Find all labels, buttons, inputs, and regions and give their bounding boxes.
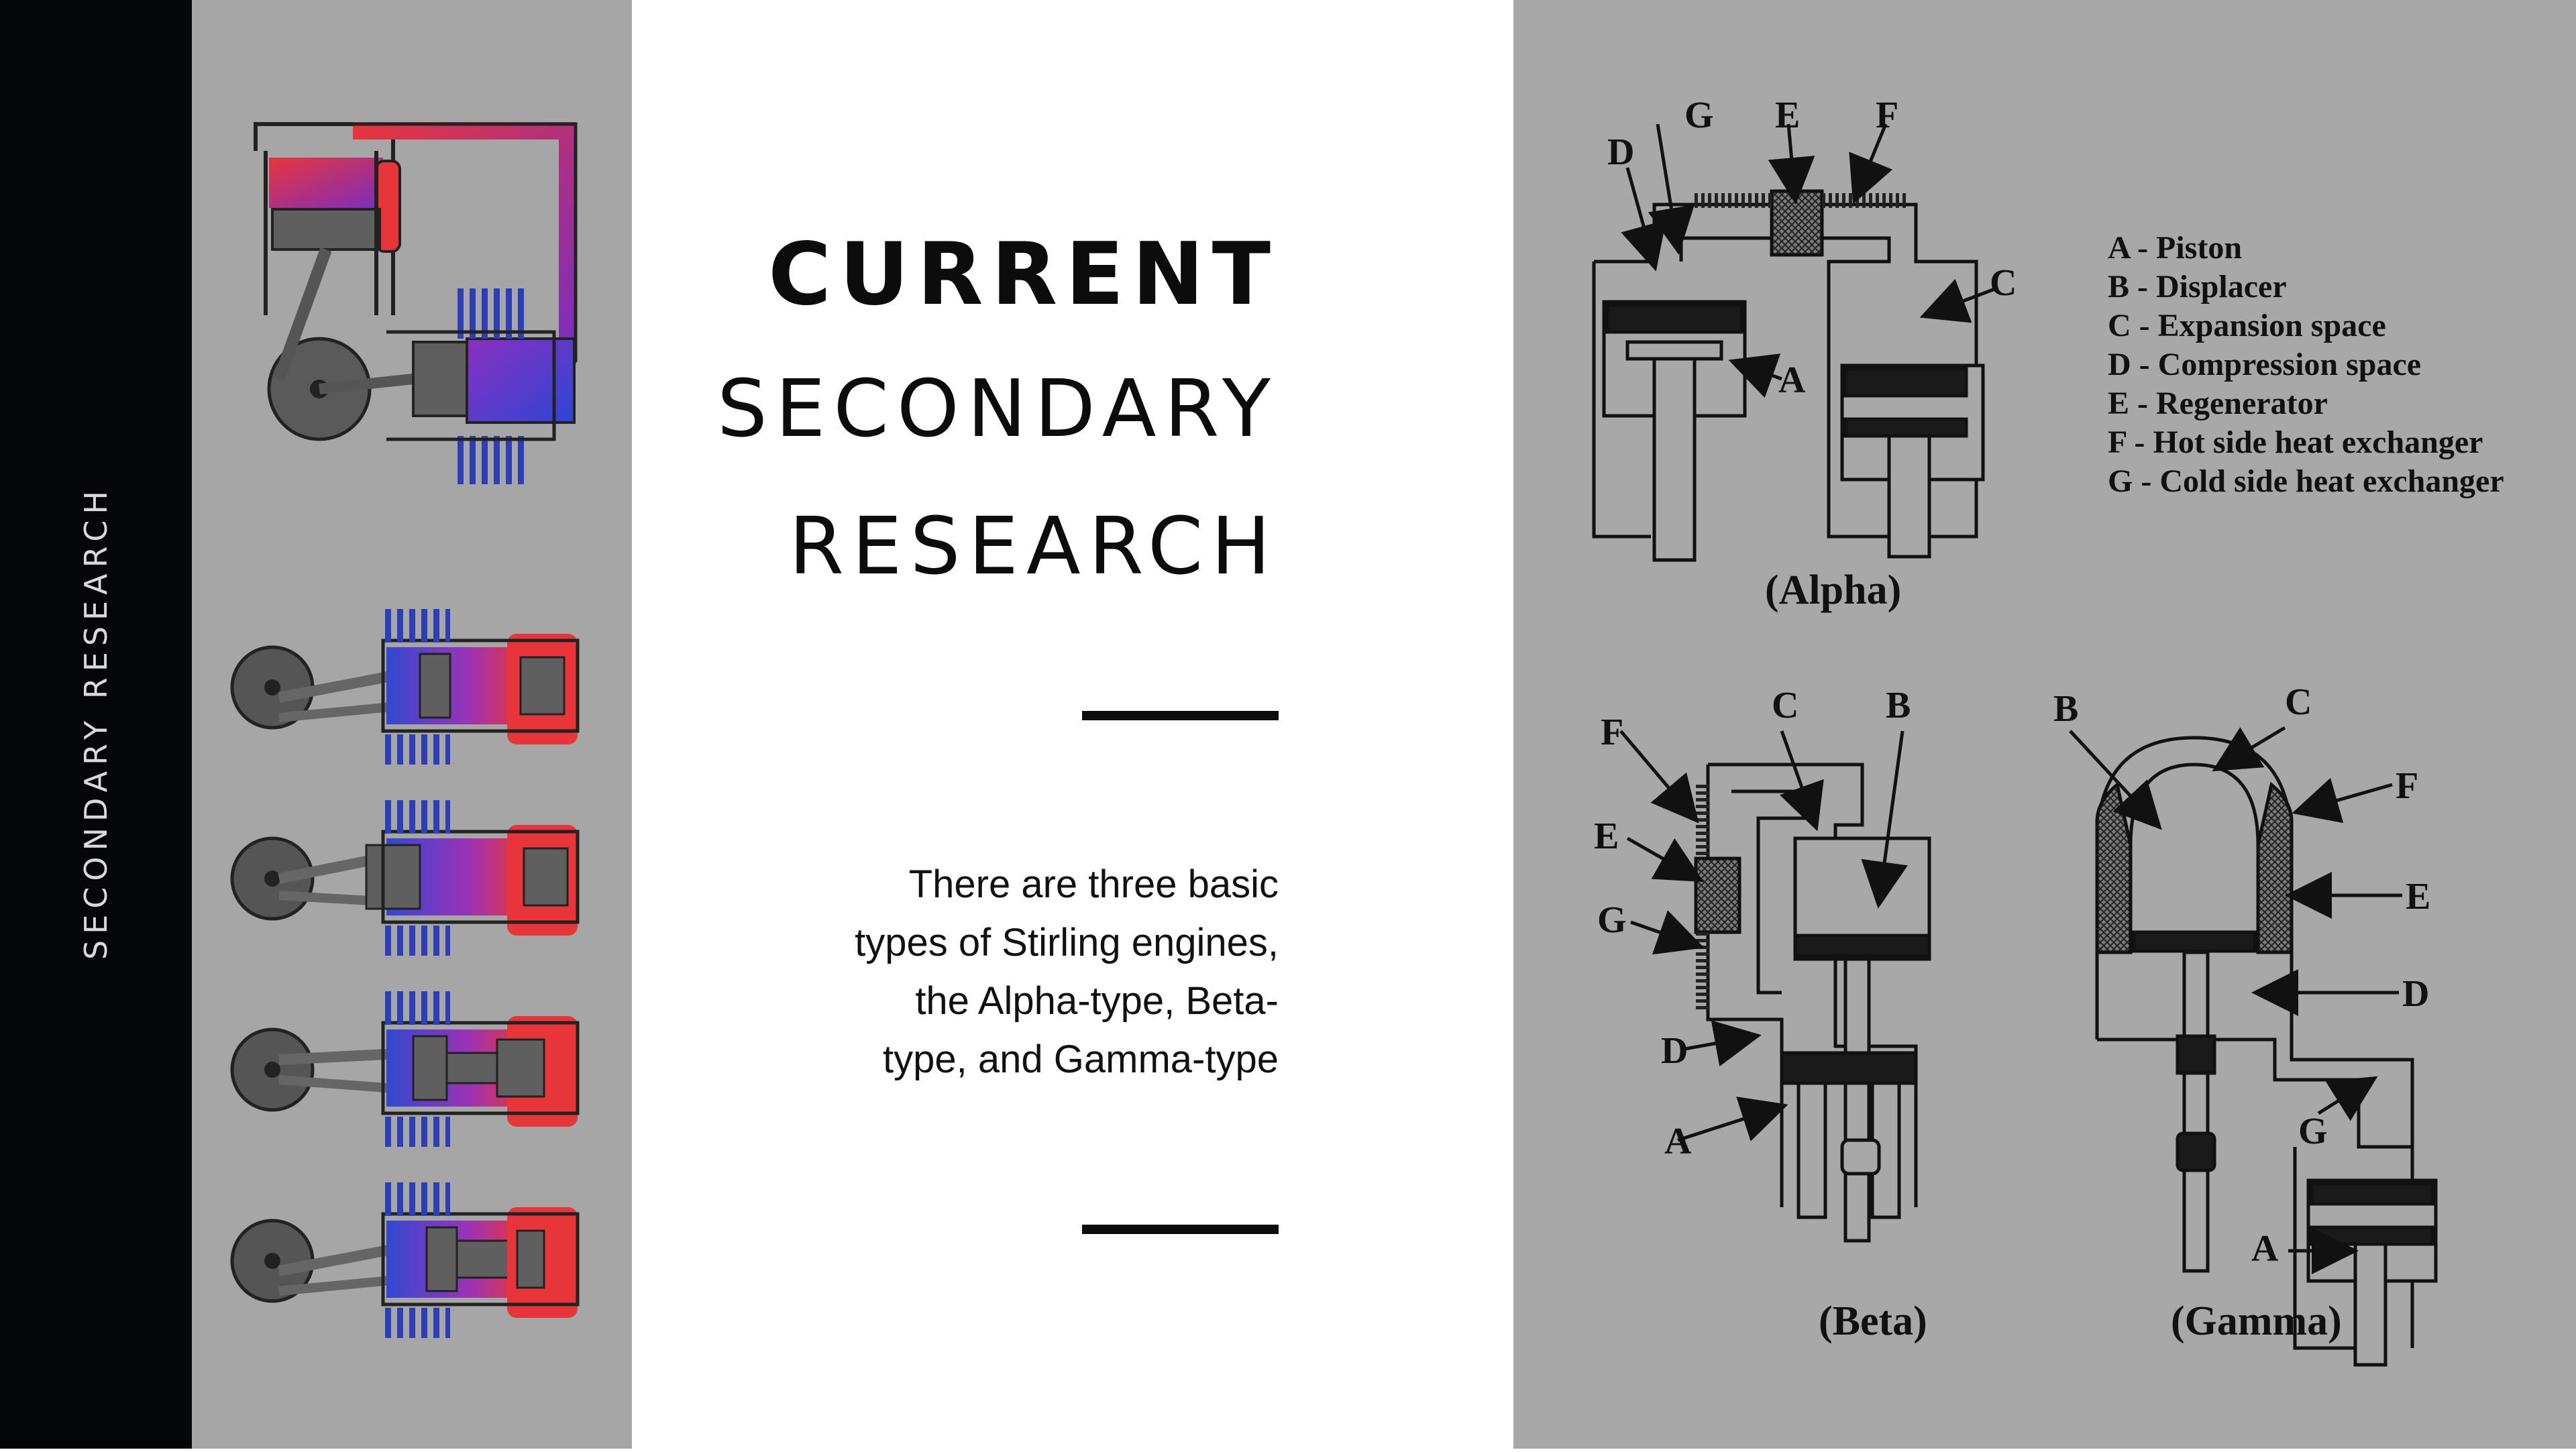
beta-label-c: C [1772, 685, 1799, 726]
alpha-label-g: G [1684, 95, 1714, 136]
beta-label-d: D [1661, 1030, 1688, 1072]
title-block: CURRENT SECONDARY RESEARCH [632, 0, 1279, 671]
alpha-label-c: C [1990, 262, 2017, 304]
legend-item-e: E - Regenerator [2108, 386, 2328, 421]
engine-illustration-top [254, 122, 578, 484]
description-text: There are three basic types of Stirling … [855, 862, 1279, 1081]
gamma-label-d: D [2402, 973, 2429, 1015]
beta-label-g: G [1597, 899, 1627, 941]
gamma-caption: (Gamma) [2171, 1298, 2342, 1344]
gamma-label-c: C [2285, 681, 2312, 723]
gamma-label-b: B [2053, 688, 2078, 730]
beta-label-f: F [1601, 712, 1623, 753]
gamma-label-f: F [2396, 765, 2418, 807]
beta-label-b: B [1886, 685, 1911, 726]
gamma-label-a: A [2251, 1228, 2279, 1270]
divider-top [1082, 711, 1279, 720]
engine-illustration-3 [230, 991, 580, 1147]
gamma-label-g: G [2298, 1111, 2328, 1152]
alpha-engine-diagram [1592, 123, 1997, 562]
diagram-panel: G E F D C A (Alpha) C B F E G D A (Beta)… [1513, 0, 2576, 1449]
legend-item-f: F - Hot side heat exchanger [2108, 425, 2483, 460]
beta-engine-diagram [1619, 730, 1931, 1243]
title-line-1: CURRENT [768, 225, 1279, 325]
engine-illustration-4 [230, 1182, 580, 1338]
divider-bottom [1082, 1225, 1279, 1234]
gamma-engine-diagram [2069, 726, 2438, 1367]
beta-caption: (Beta) [1819, 1298, 1927, 1344]
beta-label-e: E [1594, 816, 1619, 857]
alpha-caption: (Alpha) [1765, 567, 1901, 613]
legend: A - Piston B - Displacer C - Expansion s… [2108, 230, 2504, 499]
title-line-3: RESEARCH [789, 500, 1279, 592]
title-line-2: SECONDARY [716, 362, 1279, 455]
legend-item-g: G - Cold side heat exchanger [2108, 463, 2504, 499]
content-panel: CURRENT SECONDARY RESEARCH There are thr… [632, 0, 1513, 1449]
sidebar: SECONDARY RESEARCH [0, 0, 192, 1449]
alpha-label-f: F [1876, 95, 1898, 136]
engine-illustration-2 [230, 800, 580, 956]
alpha-label-a: A [1778, 359, 1806, 401]
stirling-engine-illustrations [230, 122, 580, 1338]
alpha-label-e: E [1775, 95, 1800, 136]
sidebar-label: SECONDARY RESEARCH [78, 485, 114, 960]
legend-item-c: C - Expansion space [2108, 308, 2386, 343]
stirling-types-diagram: G E F D C A (Alpha) C B F E G D A (Beta)… [1592, 95, 2504, 1367]
legend-item-a: A - Piston [2108, 230, 2242, 266]
legend-item-b: B - Displacer [2108, 269, 2287, 304]
engine-illustration-1 [230, 609, 580, 765]
alpha-label-d: D [1607, 131, 1634, 173]
legend-item-d: D - Compression space [2108, 347, 2421, 382]
gamma-label-e: E [2406, 876, 2430, 917]
beta-label-a: A [1664, 1121, 1692, 1162]
engine-animation-panel [192, 0, 632, 1449]
